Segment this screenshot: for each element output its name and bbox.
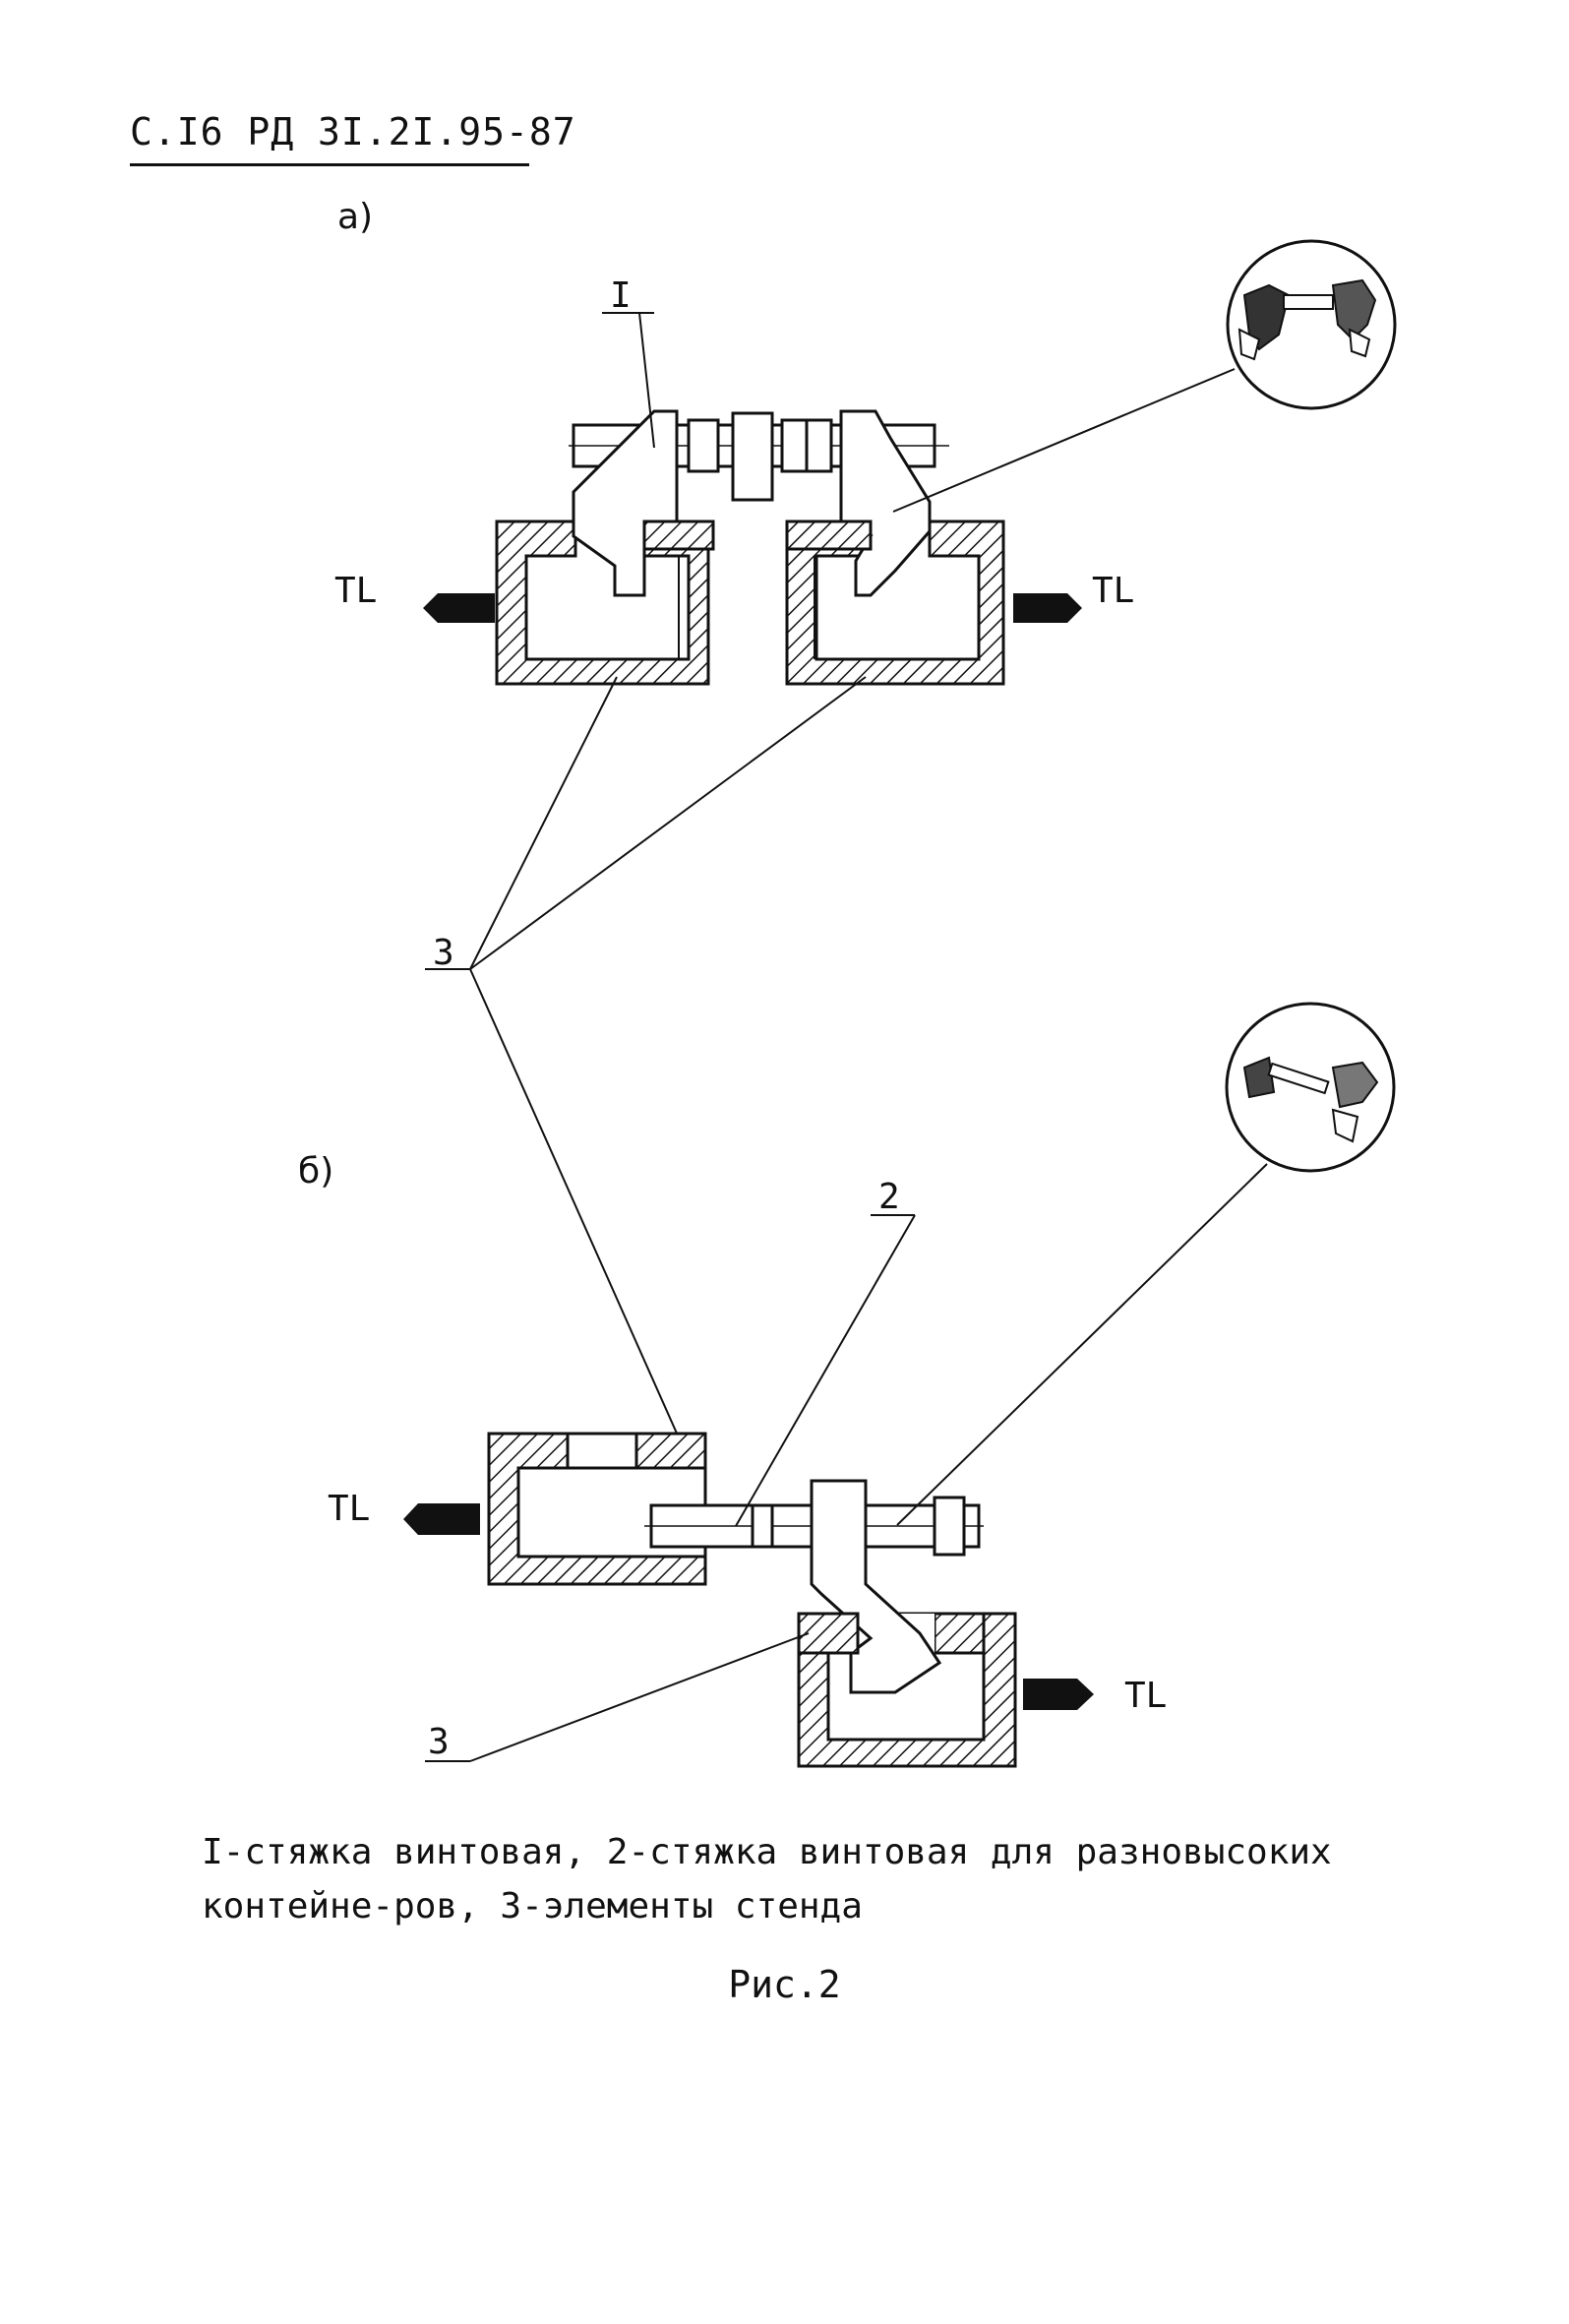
nut-a-2 — [731, 411, 774, 502]
clamp-left-a — [572, 409, 679, 597]
panel-b-label: б) — [298, 1151, 334, 1192]
nut-a-4 — [805, 418, 833, 473]
panel-a-label: а) — [337, 197, 374, 237]
tl-arrow-left-a — [423, 593, 495, 623]
figure-title: Рис.2 — [728, 1963, 841, 2006]
tl-arrow-left-b — [403, 1503, 480, 1535]
tl-arrow-right-a — [1013, 593, 1082, 623]
figure-caption: I-стяжка винтовая, 2-стяжка винтовая для… — [202, 1832, 1332, 1926]
nut-a-3 — [780, 418, 809, 473]
callout-3-bottom: 3 — [428, 1722, 450, 1762]
figure-drawing: I 3 2 3 TL TL TL TL — [328, 239, 1397, 1768]
nut-a-1 — [687, 418, 720, 473]
callout-3-lines — [425, 676, 867, 1445]
callout-1: I — [610, 275, 632, 316]
tl-label-right-a: TL — [1092, 571, 1134, 611]
tl-label-right-b: TL — [1124, 1676, 1167, 1716]
header-underline — [130, 163, 529, 166]
clamp-b — [810, 1479, 942, 1694]
tl-arrow-right-b — [1023, 1679, 1094, 1710]
callout-3-top: 3 — [433, 933, 454, 973]
callout-2: 2 — [878, 1177, 900, 1217]
panel-b-drawing — [403, 1002, 1396, 1768]
panel-a-drawing — [423, 239, 1397, 686]
page-header: С.I6 РД 3I.2I.95-87 — [130, 110, 576, 153]
tl-label-left-b: TL — [328, 1489, 370, 1529]
tl-label-left-a: TL — [334, 571, 377, 611]
